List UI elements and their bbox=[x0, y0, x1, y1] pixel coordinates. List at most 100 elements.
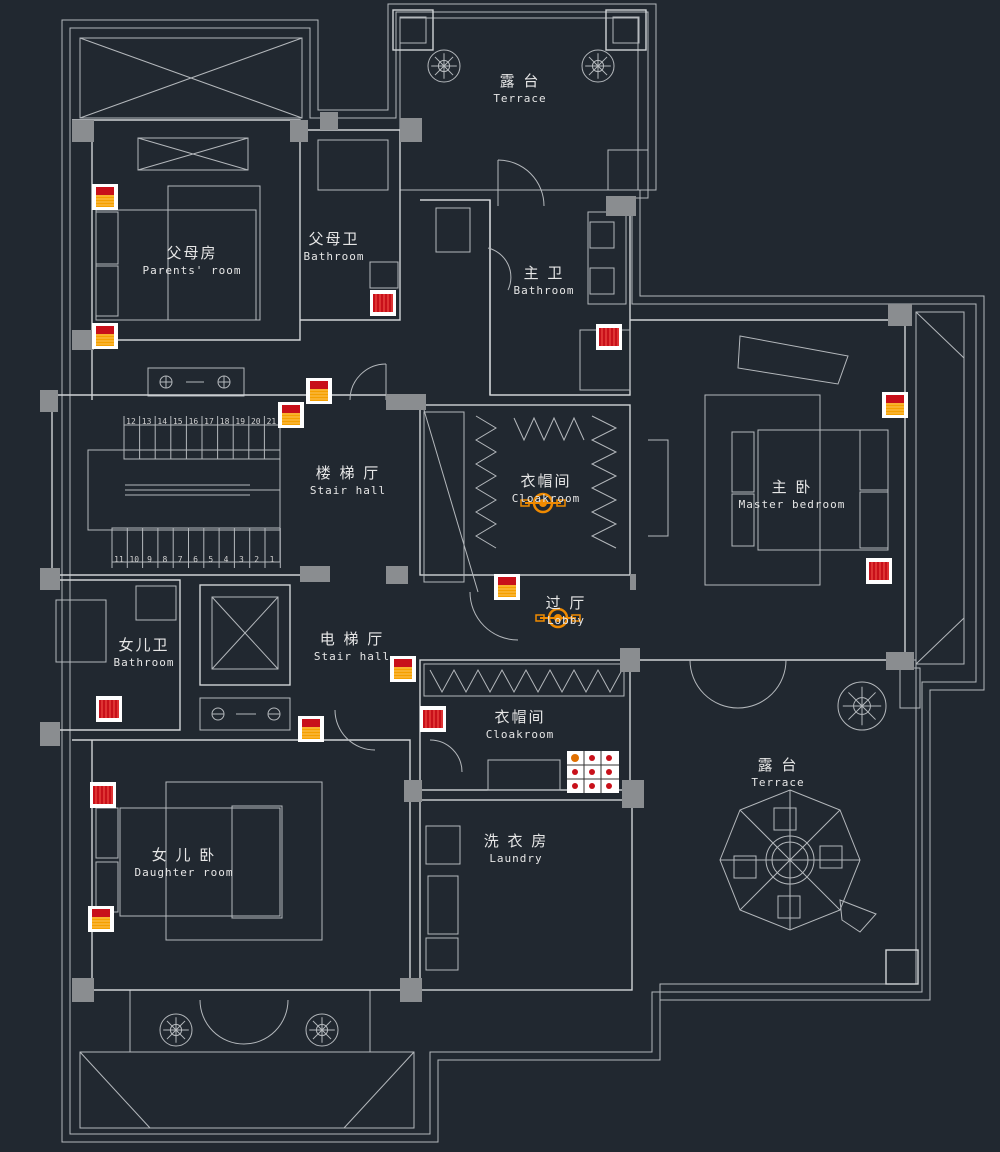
room-name-en: Cloakroom bbox=[512, 492, 581, 505]
heater-icon bbox=[298, 716, 324, 742]
room-name-zh: 父母卫 bbox=[308, 230, 359, 248]
heater-icon bbox=[278, 402, 304, 428]
room-name-zh: 洗 衣 房 bbox=[484, 832, 549, 850]
heater-icon bbox=[306, 378, 332, 404]
room-name-zh: 女 儿 卧 bbox=[152, 846, 217, 864]
stair-step-number: 3 bbox=[239, 555, 244, 564]
room-name-en: Laundry bbox=[489, 852, 542, 865]
room-name-zh: 露 台 bbox=[500, 72, 541, 90]
stair-step-number: 18 bbox=[220, 417, 230, 426]
heater-icon bbox=[596, 324, 622, 350]
room-label-elevator-hall: 电 梯 厅 Stair hall bbox=[314, 630, 390, 663]
stair-step-number: 14 bbox=[157, 417, 167, 426]
room-name-en: Master bedroom bbox=[739, 498, 846, 511]
room-name-zh: 主 卫 bbox=[524, 264, 565, 282]
stair-step-number: 1 bbox=[270, 555, 275, 564]
stair-step-number: 9 bbox=[147, 555, 152, 564]
interior-walls bbox=[40, 119, 906, 991]
room-name-en: Bathroom bbox=[514, 284, 575, 297]
stair-step-number: 4 bbox=[224, 555, 229, 564]
heater-icon bbox=[494, 574, 520, 600]
tree-icon bbox=[837, 681, 887, 731]
wardrobe-hangers bbox=[429, 415, 623, 694]
room-name-en: Bathroom bbox=[304, 250, 365, 263]
heater-icon bbox=[882, 392, 908, 418]
heater-icon bbox=[88, 906, 114, 932]
room-name-zh: 父母房 bbox=[166, 244, 217, 262]
ceiling-lamp-icon bbox=[520, 492, 581, 629]
stair-step-number: 19 bbox=[235, 417, 245, 426]
room-name-en: Terrace bbox=[493, 92, 546, 105]
room-name-en: Cloakroom bbox=[486, 728, 555, 741]
structural-columns bbox=[40, 112, 914, 1002]
stair-step-number: 15 bbox=[173, 417, 183, 426]
stair-step-number: 8 bbox=[162, 555, 167, 564]
room-label-daughter-bath: 女儿卫 Bathroom bbox=[114, 636, 175, 669]
room-label-master-bedroom: 主 卧 Master bedroom bbox=[739, 478, 846, 511]
room-label-daughter-room: 女 儿 卧 Daughter room bbox=[134, 846, 233, 879]
room-label-stair-hall: 楼 梯 厅 Stair hall bbox=[310, 464, 386, 497]
room-name-zh: 电 梯 厅 bbox=[320, 630, 385, 648]
room-name-en: Terrace bbox=[751, 776, 804, 789]
room-name-zh: 女儿卫 bbox=[118, 636, 169, 654]
tree-icon bbox=[427, 49, 461, 83]
tree-icon bbox=[159, 49, 887, 1047]
heater-icon bbox=[420, 706, 446, 732]
tree-icon bbox=[581, 49, 615, 83]
stair-treads bbox=[111, 409, 479, 593]
room-label-master-bath: 主 卫 Bathroom bbox=[514, 264, 575, 297]
stair-step-number: 7 bbox=[178, 555, 183, 564]
stair-step-number: 13 bbox=[142, 417, 152, 426]
heater-icon bbox=[92, 323, 118, 349]
room-label-parents-room: 父母房 Parents' room bbox=[142, 244, 241, 277]
terrace-top-left bbox=[79, 37, 303, 119]
room-name-en: Daughter room bbox=[134, 866, 233, 879]
room-name-zh: 衣帽间 bbox=[520, 472, 571, 490]
stair-step-number: 21 bbox=[267, 417, 277, 426]
heater-icon bbox=[90, 782, 116, 808]
room-name-zh: 衣帽间 bbox=[494, 708, 545, 726]
room-name-zh: 露 台 bbox=[758, 756, 799, 774]
stair-step-number: 10 bbox=[129, 555, 139, 564]
stair-step-number: 16 bbox=[189, 417, 199, 426]
heater-icon bbox=[370, 290, 396, 316]
room-name-en: Stair hall bbox=[310, 484, 386, 497]
heater-icon bbox=[92, 184, 118, 210]
room-name-en: Stair hall bbox=[314, 650, 390, 663]
room-name-en: Parents' room bbox=[142, 264, 241, 277]
doors bbox=[199, 159, 787, 1045]
heater-icon bbox=[866, 558, 892, 584]
room-label-lobby: 过 厅 Lobby bbox=[546, 594, 587, 627]
stair-step-number: 2 bbox=[254, 555, 259, 564]
stair-step-number: 5 bbox=[208, 555, 213, 564]
room-name-zh: 楼 梯 厅 bbox=[316, 464, 381, 482]
room-label-cloakroom-top: 衣帽间 Cloakroom bbox=[512, 472, 581, 505]
terrace-top bbox=[392, 9, 649, 191]
tree-icon bbox=[305, 1013, 339, 1047]
stair-step-number: 6 bbox=[193, 555, 198, 564]
room-name-en: Bathroom bbox=[114, 656, 175, 669]
heater-icon bbox=[390, 656, 416, 682]
room-name-zh: 主 卧 bbox=[772, 478, 813, 496]
heater-icon bbox=[96, 696, 122, 722]
room-label-cloakroom-bottom: 衣帽间 Cloakroom bbox=[486, 708, 555, 741]
room-label-terrace-top: 露 台 Terrace bbox=[493, 72, 546, 105]
umbrella-table-icon bbox=[719, 789, 877, 933]
stair-step-number: 12 bbox=[126, 417, 136, 426]
room-label-terrace-right: 露 台 Terrace bbox=[751, 756, 804, 789]
stair-step-number: 20 bbox=[251, 417, 261, 426]
smart-panel-icon bbox=[567, 751, 619, 793]
room-label-parents-bath: 父母卫 Bathroom bbox=[304, 230, 365, 263]
room-name-en: Lobby bbox=[547, 614, 585, 627]
terrace-bottom bbox=[79, 989, 415, 1129]
heaters bbox=[88, 184, 908, 932]
control-panel-icon bbox=[159, 375, 281, 721]
room-label-laundry: 洗 衣 房 Laundry bbox=[484, 832, 549, 865]
tree-icon bbox=[159, 1013, 193, 1047]
stair-step-number: 17 bbox=[204, 417, 214, 426]
room-name-zh: 过 厅 bbox=[546, 594, 587, 612]
outer-boundary bbox=[61, 3, 985, 1143]
